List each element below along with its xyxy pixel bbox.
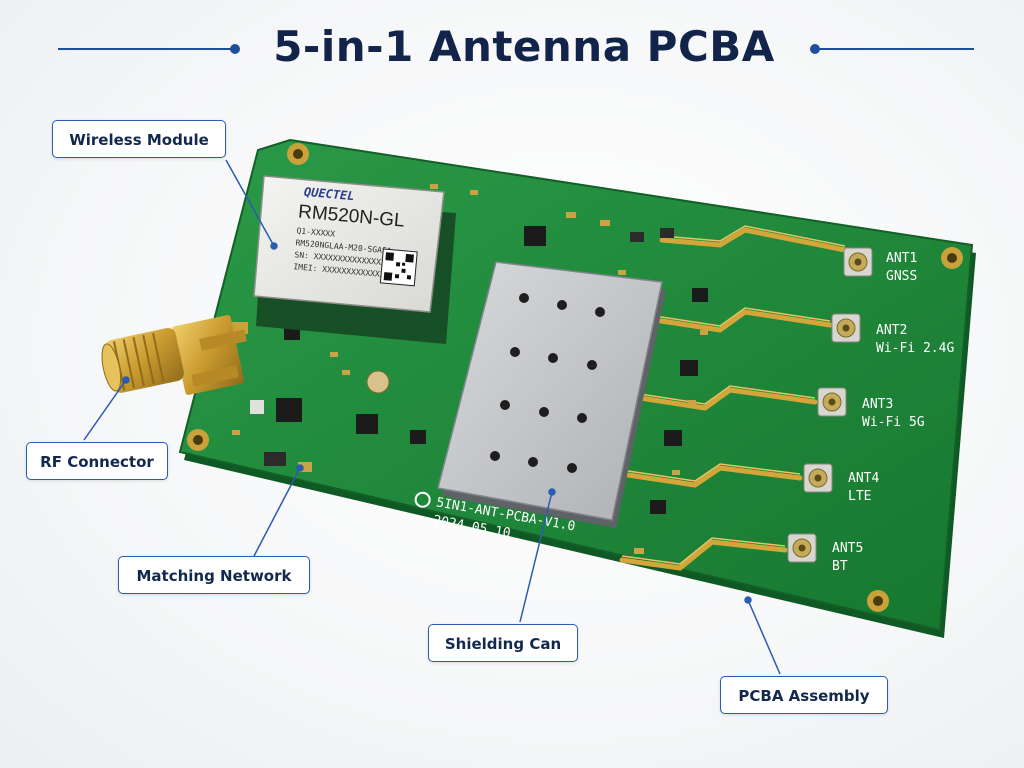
ant4-band: LTE bbox=[848, 489, 871, 504]
mounting-holes bbox=[187, 143, 963, 612]
callout-leaders bbox=[83, 159, 781, 675]
title-rule-right bbox=[818, 48, 974, 50]
callout-wireless-module: Wireless Module bbox=[52, 120, 226, 158]
callout-shielding-can: Shielding Can bbox=[428, 624, 578, 662]
antenna-labels: ANT1 GNSS ANT2 Wi-Fi 2.4G ANT3 Wi-Fi 5G … bbox=[832, 251, 954, 574]
wireless-module: QUECTEL RM520N-GL Q1-XXXXX RM520NGLAA-M2… bbox=[253, 175, 456, 344]
ant4-id: ANT4 bbox=[848, 471, 879, 486]
ufl-connector-5 bbox=[787, 533, 817, 563]
callout-rf-connector: RF Connector bbox=[26, 442, 168, 480]
antenna-connectors bbox=[787, 247, 873, 563]
ufl-connector-2 bbox=[831, 313, 861, 343]
title-bar: 5-in-1 Antenna PCBA bbox=[0, 18, 1024, 82]
logo-icon bbox=[414, 491, 431, 508]
ant3-band: Wi-Fi 5G bbox=[862, 415, 925, 430]
ufl-connector-3 bbox=[817, 387, 847, 417]
ant2-id: ANT2 bbox=[876, 323, 907, 338]
callout-pcba-assembly: PCBA Assembly bbox=[720, 676, 888, 714]
ant3-id: ANT3 bbox=[862, 397, 893, 412]
ufl-connector-1 bbox=[843, 247, 873, 277]
ufl-connector-4 bbox=[803, 463, 833, 493]
ant5-id: ANT5 bbox=[832, 541, 863, 556]
page-title: 5-in-1 Antenna PCBA bbox=[273, 22, 775, 71]
qr-code bbox=[379, 248, 418, 287]
sma-rf-connector bbox=[101, 315, 247, 395]
callout-matching-network: Matching Network bbox=[118, 556, 310, 594]
module-brand: QUECTEL bbox=[303, 185, 355, 203]
ant2-band: Wi-Fi 2.4G bbox=[876, 341, 954, 356]
ant5-band: BT bbox=[832, 559, 848, 574]
title-rule-left bbox=[58, 48, 234, 50]
ant1-id: ANT1 bbox=[886, 251, 917, 266]
module-line1: Q1-XXXXX bbox=[296, 226, 335, 238]
rf-traces bbox=[619, 227, 848, 571]
rf-trace-highlights bbox=[621, 225, 846, 565]
can-vent-holes bbox=[490, 293, 605, 473]
shielding-can bbox=[437, 261, 666, 528]
ant1-band: GNSS bbox=[886, 269, 917, 284]
title-dot-left bbox=[230, 44, 240, 54]
smd-components bbox=[232, 184, 708, 554]
title-dot-right bbox=[810, 44, 820, 54]
